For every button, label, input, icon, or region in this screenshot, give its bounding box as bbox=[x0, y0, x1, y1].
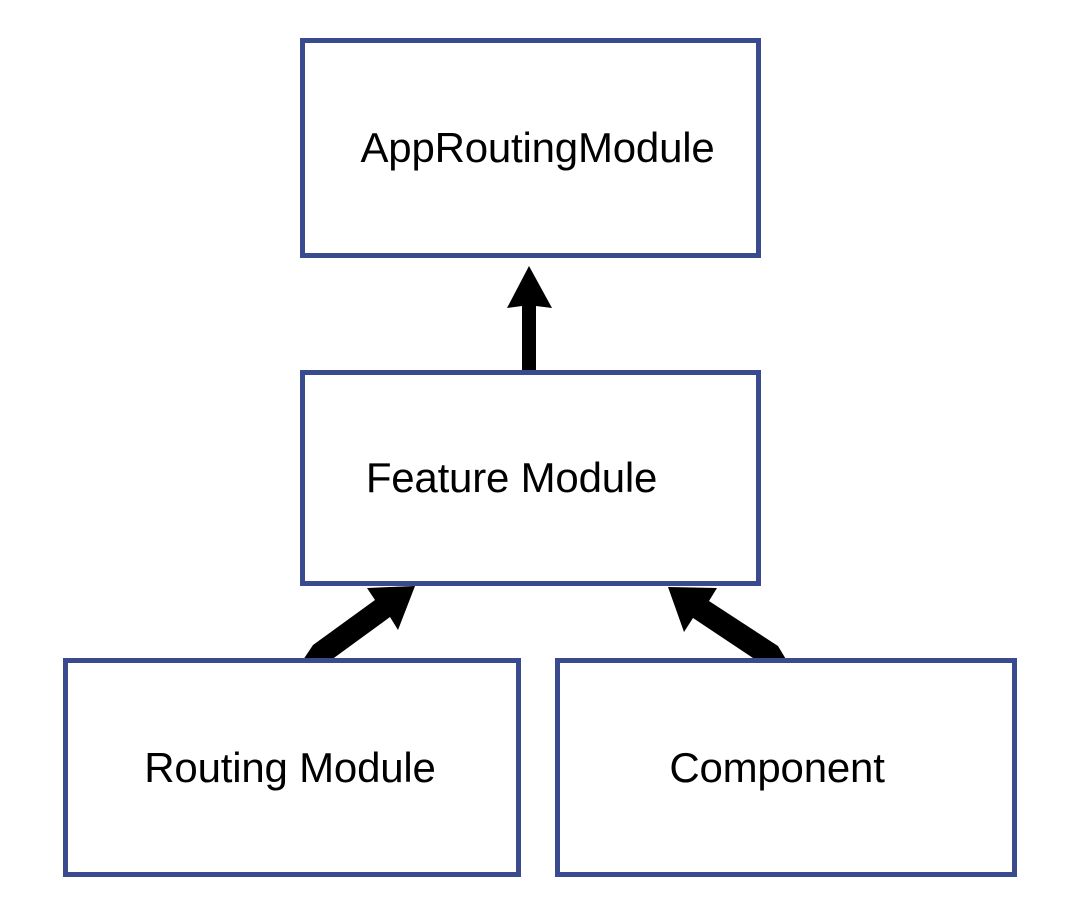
arrow-component-to-feature-module bbox=[668, 587, 787, 664]
node-label-routing-module: Routing Module bbox=[144, 743, 436, 791]
node-feature-module[interactable]: Feature Module bbox=[300, 370, 761, 586]
node-app-routing-module[interactable]: AppRoutingModule bbox=[300, 38, 761, 258]
node-routing-module[interactable]: Routing Module bbox=[63, 658, 521, 877]
arrow-feature-module-to-app-routing-module bbox=[507, 266, 552, 370]
node-label-component: Component bbox=[669, 743, 885, 791]
node-label-feature-module: Feature Module bbox=[365, 454, 658, 501]
node-component[interactable]: Component bbox=[555, 658, 1017, 877]
node-label-app-routing-module: AppRoutingModule bbox=[360, 124, 715, 171]
arrow-routing-module-to-feature-module bbox=[303, 586, 415, 663]
